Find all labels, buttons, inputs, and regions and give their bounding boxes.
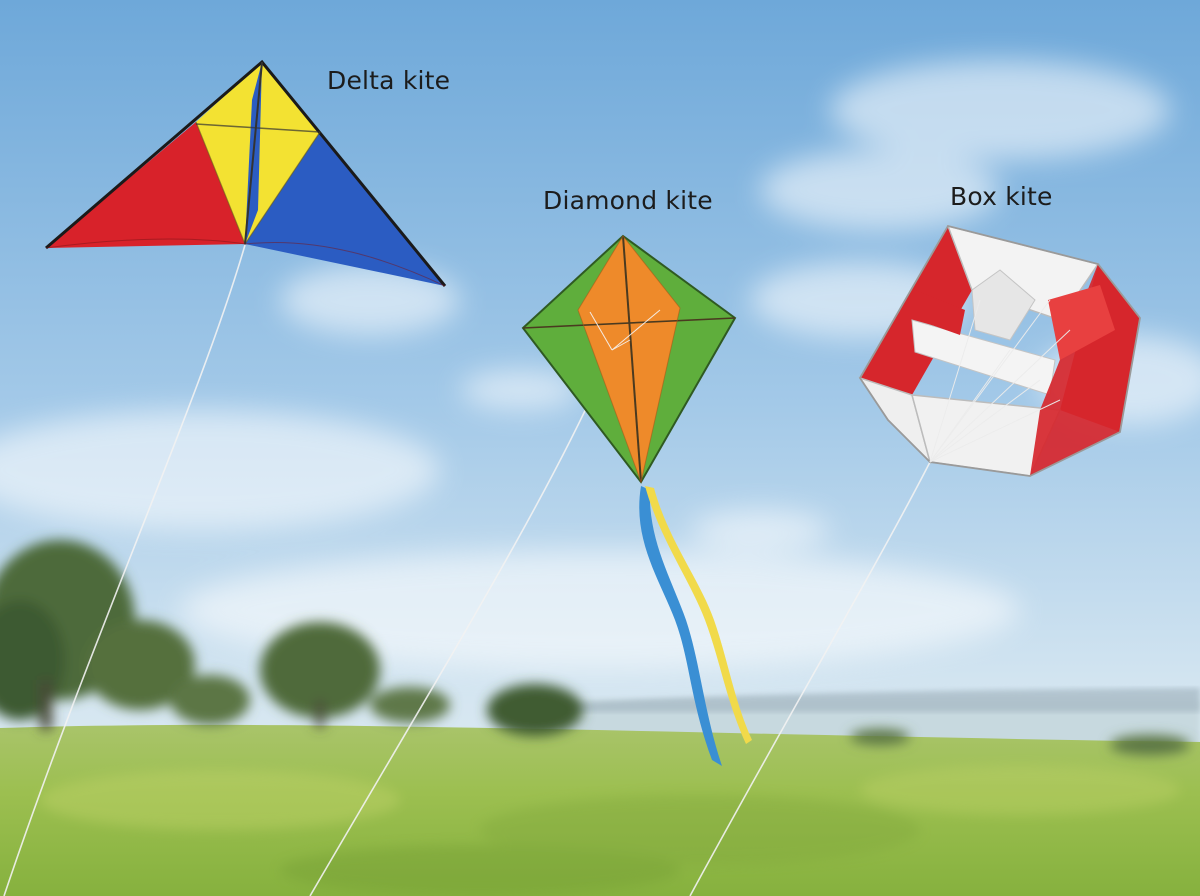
box-kite [858, 224, 1141, 477]
delta-kite-label: Delta kite [327, 66, 451, 95]
box-kite-label: Box kite [950, 182, 1053, 211]
diamond-kite [521, 234, 752, 766]
kite-tail-blue [639, 486, 722, 766]
delta-kite [45, 59, 447, 287]
kite-tail-yellow [645, 486, 752, 744]
grass-texture [40, 765, 1180, 895]
diamond-kite-label: Diamond kite [543, 186, 713, 215]
trees [0, 540, 1190, 755]
